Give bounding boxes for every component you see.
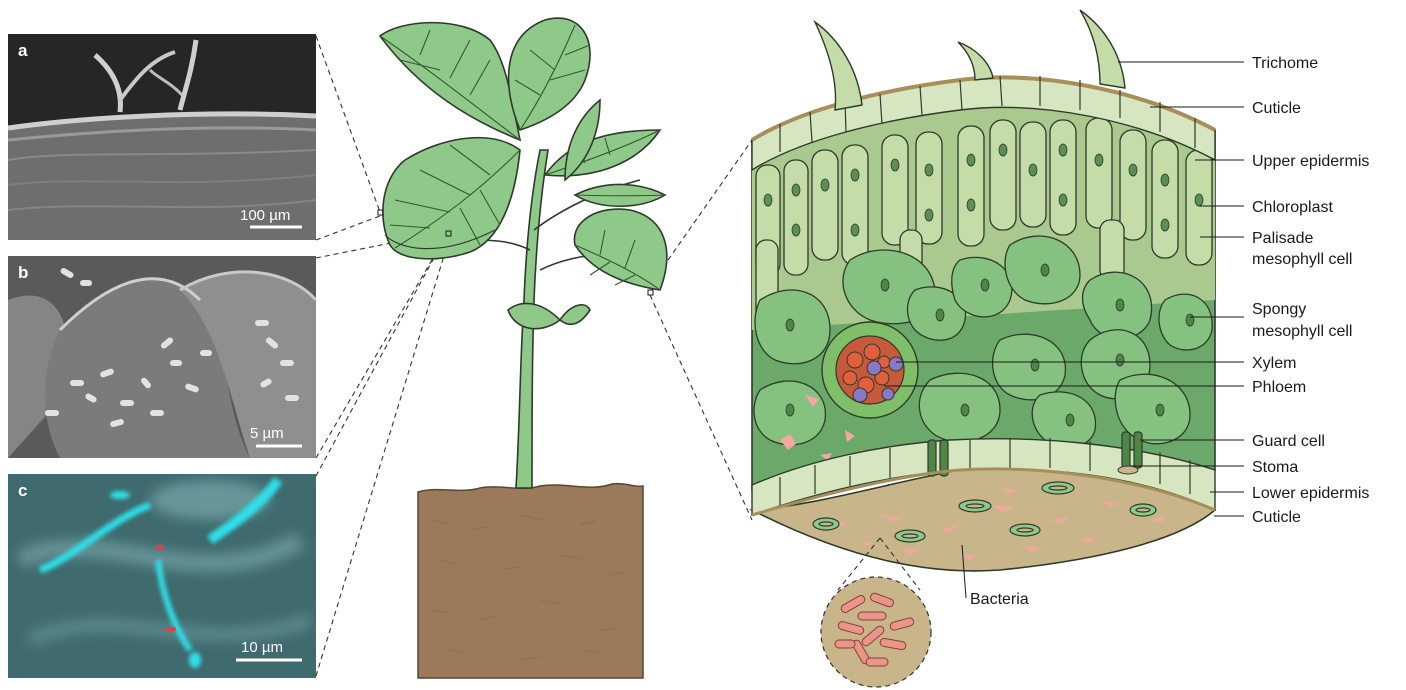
label-cuticle-bottom: Cuticle bbox=[1252, 509, 1301, 526]
panel-a-letter: a bbox=[18, 41, 28, 60]
panel-b-micrograph: b 5 µm bbox=[8, 256, 316, 458]
label-chloroplast: Chloroplast bbox=[1252, 199, 1333, 216]
label-phloem: Phloem bbox=[1252, 379, 1306, 396]
panel-c-letter: c bbox=[18, 481, 27, 500]
leaf-top-left bbox=[380, 23, 520, 140]
label-palisade-line1: Palisade bbox=[1252, 230, 1313, 247]
panel-b-scale-label: 5 µm bbox=[250, 425, 284, 442]
label-trichome: Trichome bbox=[1252, 55, 1318, 72]
panel-a-scale-label: 100 µm bbox=[240, 207, 290, 224]
panel-c-micrograph: c 10 µm bbox=[8, 474, 316, 678]
label-spongy-line1: Spongy bbox=[1252, 301, 1306, 318]
stoma-pore bbox=[1118, 466, 1138, 474]
label-palisade-line2: mesophyll cell bbox=[1252, 251, 1352, 268]
label-lower-epidermis: Lower epidermis bbox=[1252, 485, 1369, 502]
label-bacteria: Bacteria bbox=[970, 591, 1029, 608]
plant-illustration bbox=[378, 18, 667, 678]
panel-b-letter: b bbox=[18, 263, 28, 282]
sample-marker-leaf bbox=[648, 290, 653, 295]
vascular-bundle bbox=[822, 322, 918, 418]
leaf-cross-section bbox=[752, 10, 1215, 571]
label-stoma: Stoma bbox=[1252, 459, 1298, 476]
leaf-lower bbox=[508, 303, 590, 328]
leaf-top-right bbox=[509, 18, 590, 130]
label-cuticle-top: Cuticle bbox=[1252, 100, 1301, 117]
panel-c-scale-label: 10 µm bbox=[241, 639, 283, 656]
panel-a-micrograph: a 100 µm bbox=[8, 34, 316, 240]
label-guard-cell: Guard cell bbox=[1252, 433, 1325, 450]
label-spongy-line2: mesophyll cell bbox=[1252, 323, 1352, 340]
label-xylem: Xylem bbox=[1252, 355, 1296, 372]
zoom-lines-right bbox=[650, 140, 752, 520]
label-upper-epidermis: Upper epidermis bbox=[1252, 153, 1369, 170]
soil-block bbox=[418, 484, 643, 678]
leaf-right-large bbox=[574, 209, 666, 290]
